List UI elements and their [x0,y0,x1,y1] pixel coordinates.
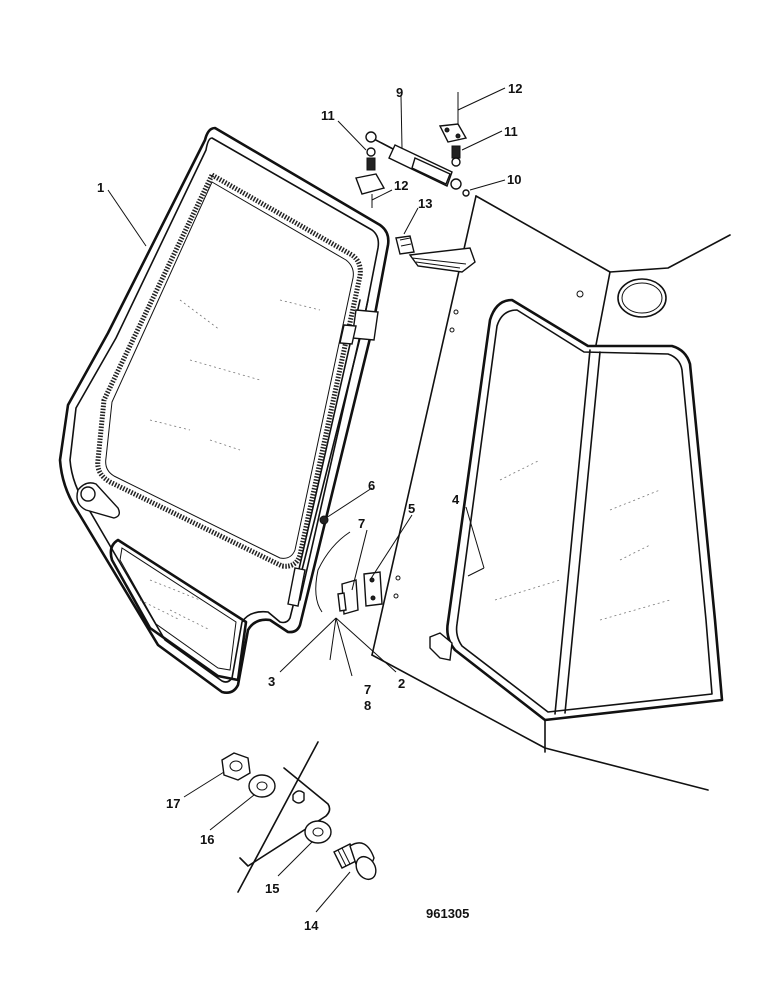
drawing-number: 961305 [426,906,469,921]
cab-door [58,126,390,694]
callout-6: 6 [368,478,375,493]
cab-body [371,195,731,791]
callout-5: 5 [408,501,415,516]
lower-hinge [287,567,306,607]
callout-1: 1 [97,180,104,195]
callout-9: 9 [396,85,403,100]
callout-12-mid: 12 [394,178,408,193]
callout-11-left: 11 [321,108,335,123]
upper-hinge [351,309,379,341]
roof-lamp [617,278,667,318]
strut-brackets [355,123,468,195]
callout-8: 8 [364,698,371,713]
washer-15 [304,820,332,844]
washer-16 [248,774,276,798]
callout-11-right: 11 [504,124,518,139]
callout-12-top: 12 [508,81,522,96]
callout-labels: 1 2 3 4 5 6 7 7 8 9 10 11 11 12 12 13 14… [97,81,522,933]
gas-strut [365,131,462,190]
callout-4: 4 [452,492,460,507]
callout-3: 3 [268,674,275,689]
callout-10: 10 [507,172,521,187]
callout-14: 14 [304,918,319,933]
hinge-detail-outline [315,531,351,613]
clip [462,189,470,197]
callout-7-upper: 7 [358,516,365,531]
callout-2: 2 [398,676,405,691]
mounting-plate [237,741,331,893]
leader-lines [107,87,506,913]
callout-13: 13 [418,196,432,211]
callout-17: 17 [166,796,180,811]
callout-7-lower: 7 [364,682,371,697]
rubber-stop [395,235,415,255]
cab-side-window [429,298,724,753]
bolt [333,842,377,881]
callout-16: 16 [200,832,214,847]
nut [221,752,251,781]
door-check-bracket [408,247,476,273]
callout-15: 15 [265,881,279,896]
